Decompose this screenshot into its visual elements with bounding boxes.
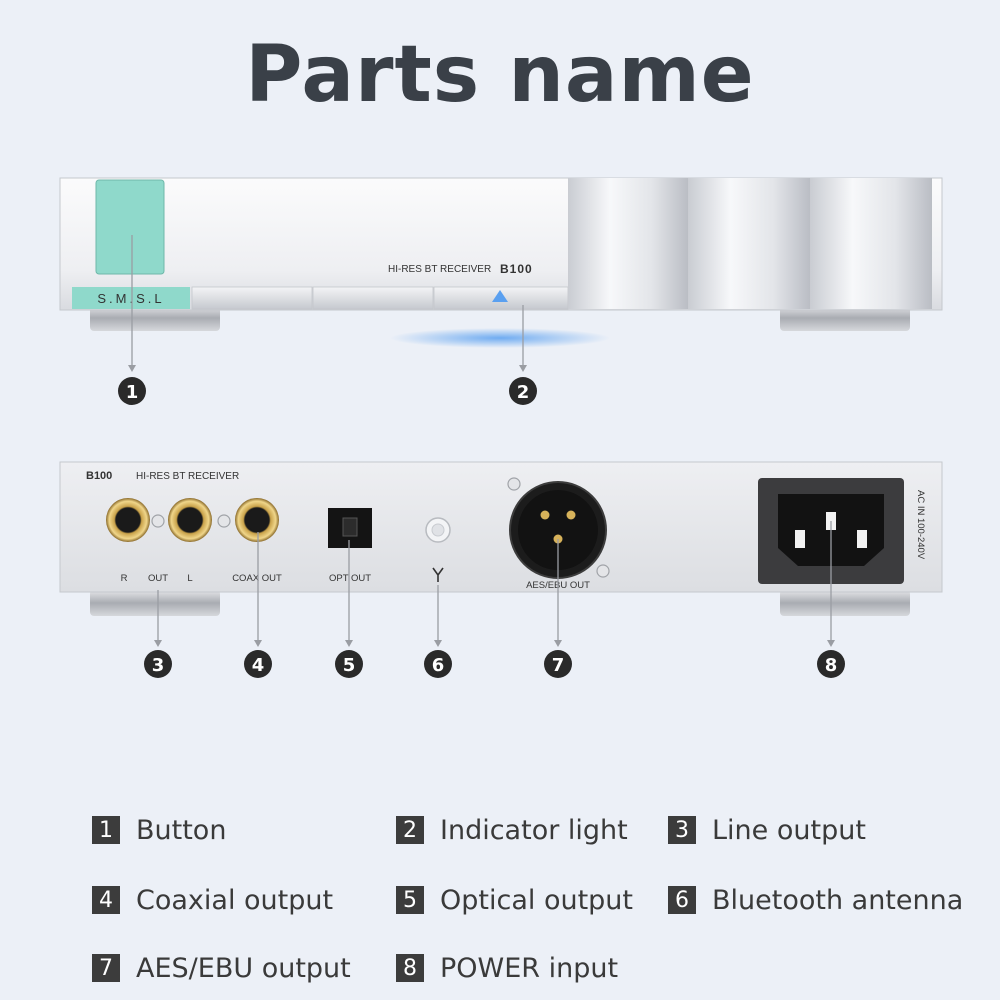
svg-text:7: 7 bbox=[552, 655, 565, 676]
back-foot-left bbox=[90, 590, 220, 616]
callout-marker-3: 3 bbox=[144, 650, 172, 678]
callout-marker-8: 8 bbox=[817, 650, 845, 678]
legend-label: AES/EBU output bbox=[136, 952, 351, 984]
legend-number: 6 bbox=[668, 886, 696, 914]
coax-center-icon bbox=[246, 509, 268, 531]
legend-item-coaxial-output: 4 Coaxial output bbox=[92, 880, 333, 920]
legend-item-indicator-light: 2 Indicator light bbox=[396, 810, 628, 850]
legend-item-button: 1 Button bbox=[92, 810, 226, 850]
indicator-glow bbox=[390, 328, 610, 348]
legend-item-aes-ebu-output: 7 AES/EBU output bbox=[92, 948, 351, 988]
optical-shutter-icon bbox=[342, 517, 358, 537]
legend-number: 1 bbox=[92, 816, 120, 844]
xlr-pin-icon bbox=[566, 510, 576, 520]
back-view: B100 HI-RES BT RECEIVER R OUT L COAX OUT… bbox=[59, 461, 943, 616]
rca-l-center-icon bbox=[179, 509, 201, 531]
front-model-label: HI-RES BT RECEIVER bbox=[388, 264, 491, 275]
front-block-2 bbox=[688, 178, 810, 309]
legend-item-optical-output: 5 Optical output bbox=[396, 880, 633, 920]
legend-item-line-output: 3 Line output bbox=[668, 810, 866, 850]
front-view: S.M.S.L HI-RES BT RECEIVER B100 bbox=[59, 177, 943, 348]
legend-item-power-input: 8 POWER input bbox=[396, 948, 618, 988]
legend-number: 4 bbox=[92, 886, 120, 914]
antenna-center-icon bbox=[431, 523, 445, 537]
screw-icon bbox=[507, 477, 521, 491]
legend-label: Coaxial output bbox=[136, 884, 334, 916]
legend-item-bluetooth-antenna: 6 Bluetooth antenna bbox=[668, 880, 963, 920]
front-model-code: B100 bbox=[500, 262, 533, 276]
svg-text:2: 2 bbox=[517, 382, 530, 403]
back-model-label: HI-RES BT RECEIVER bbox=[136, 471, 239, 482]
power-pin-icon bbox=[795, 530, 805, 548]
legend-label: Bluetooth antenna bbox=[712, 884, 964, 916]
legend-label: Button bbox=[136, 814, 227, 846]
callout-marker-7: 7 bbox=[544, 650, 572, 678]
front-foot-left bbox=[90, 305, 220, 331]
legend-number: 8 bbox=[396, 954, 424, 982]
legend-label: Optical output bbox=[440, 884, 634, 916]
legend-label: Indicator light bbox=[440, 814, 628, 846]
r-label: R bbox=[121, 573, 128, 584]
front-strip-1 bbox=[191, 286, 313, 310]
coax-label: COAX OUT bbox=[232, 573, 282, 584]
legend-number: 7 bbox=[92, 954, 120, 982]
ac-label: AC IN 100-240V bbox=[915, 490, 926, 560]
aes-ebu-inner-icon bbox=[518, 490, 598, 570]
legend-number: 2 bbox=[396, 816, 424, 844]
callout-lines bbox=[128, 235, 835, 647]
screw-icon bbox=[151, 514, 165, 528]
back-foot-right bbox=[780, 590, 910, 616]
legend-number: 3 bbox=[668, 816, 696, 844]
l-label: L bbox=[187, 573, 192, 584]
back-model-code: B100 bbox=[86, 470, 112, 482]
screw-icon bbox=[217, 514, 231, 528]
svg-text:1: 1 bbox=[126, 382, 139, 403]
svg-text:8: 8 bbox=[825, 655, 838, 676]
legend-label: Line output bbox=[712, 814, 866, 846]
power-pin-icon bbox=[857, 530, 867, 548]
front-foot-right bbox=[780, 305, 910, 331]
page-title: Parts name bbox=[245, 30, 755, 120]
svg-text:6: 6 bbox=[432, 655, 445, 676]
svg-text:4: 4 bbox=[252, 655, 265, 676]
out-label: OUT bbox=[148, 573, 168, 584]
brand-label: S.M.S.L bbox=[97, 291, 164, 306]
callout-marker-6: 6 bbox=[424, 650, 452, 678]
legend-label: POWER input bbox=[440, 952, 619, 984]
brand-badge bbox=[72, 287, 190, 309]
svg-text:5: 5 bbox=[343, 655, 356, 676]
rca-r-center-icon bbox=[117, 509, 139, 531]
callout-marker-4: 4 bbox=[244, 650, 272, 678]
legend-number: 5 bbox=[396, 886, 424, 914]
callout-marker-2: 2 bbox=[509, 377, 537, 405]
svg-text:3: 3 bbox=[152, 655, 165, 676]
front-button[interactable] bbox=[95, 179, 165, 275]
screw-icon bbox=[596, 564, 610, 578]
front-block-1 bbox=[568, 178, 688, 309]
indicator-light-icon bbox=[492, 290, 508, 302]
xlr-pin-icon bbox=[540, 510, 550, 520]
antenna-icon bbox=[432, 567, 444, 582]
front-block-3 bbox=[810, 178, 932, 309]
device-diagram: S.M.S.L HI-RES BT RECEIVER B100 B100 HI-… bbox=[59, 177, 943, 678]
callout-marker-5: 5 bbox=[335, 650, 363, 678]
opt-label: OPT OUT bbox=[329, 573, 371, 584]
callout-marker-1: 1 bbox=[118, 377, 146, 405]
front-strip-2 bbox=[312, 286, 434, 310]
